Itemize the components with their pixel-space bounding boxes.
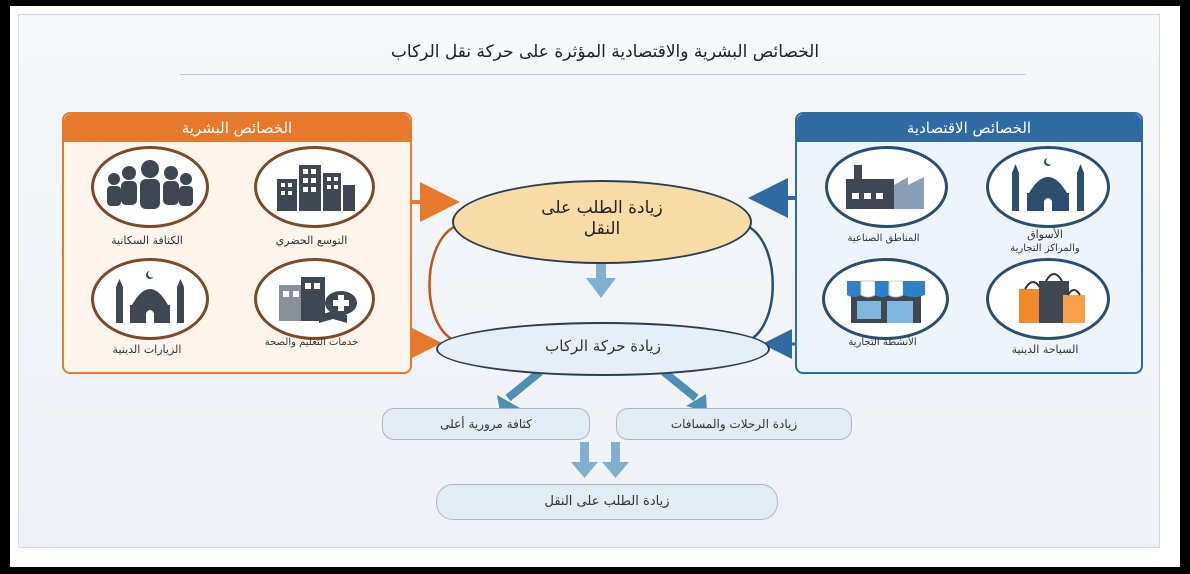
arrow-trips-to-final (602, 442, 629, 478)
factory-icon (825, 146, 948, 228)
label-population-density: الكثافة السكانية (111, 234, 183, 247)
label-urban-expansion: التوسع الحضري (275, 234, 348, 247)
demand-ellipse: زيادة الطلب على النقل (452, 180, 752, 264)
city-buildings-icon (254, 146, 375, 228)
shopping-bags-icon (986, 258, 1110, 340)
trips-box: زيادة الرحلات والمسافات (616, 408, 852, 440)
arrow-demand-to-traffic (586, 258, 616, 298)
traffic-label: زيادة حركة الركاب (545, 337, 661, 355)
crowd-icon (91, 146, 209, 228)
storefront-icon (822, 258, 949, 340)
label-education-health: خدمات التعليم والصحة (264, 337, 359, 348)
final-demand-label: زيادة الطلب على النقل (544, 494, 670, 509)
trips-label: زيادة الرحلات والمسافات (670, 417, 798, 431)
right-loop-line (744, 223, 774, 344)
mosque-icon (91, 258, 209, 340)
diagram-title: الخصائص البشرية والاقتصادية المؤثرة على … (390, 42, 820, 62)
arrow-traffic-to-trips (661, 368, 707, 412)
label-markets: الأسواق والمراكز التجارية (986, 228, 1104, 256)
label-markets-line2: والمراكز التجارية (1010, 243, 1080, 254)
title-divider (180, 74, 1026, 75)
arrow-density-to-final (571, 442, 598, 478)
school-hospital-icon (254, 258, 375, 340)
left-loop-line (428, 223, 459, 344)
density-box: كثافة مرورية أعلى (382, 408, 590, 440)
demand-line2: النقل (583, 219, 621, 239)
economic-panel-header: الخصائص الاقتصادية (797, 114, 1141, 142)
final-demand-box: زيادة الطلب على النقل (436, 484, 778, 520)
mosque-market-icon (986, 146, 1110, 228)
arrow-traffic-to-density (497, 368, 543, 412)
label-markets-line1: الأسواق (1027, 228, 1063, 241)
label-commercial-activities: الأنشطة التجارية (848, 337, 917, 348)
human-panel-header: الخصائص البشرية (64, 114, 410, 142)
label-industrial-zones: المناطق الصناعية (847, 233, 920, 244)
density-label: كثافة مرورية أعلى (440, 417, 532, 431)
label-religious-visits: الزيارات الدينية (112, 343, 182, 356)
traffic-ellipse: زيادة حركة الركاب (436, 322, 770, 376)
label-religious-tourism: السياحة الدينية (1011, 343, 1079, 356)
demand-line1: زيادة الطلب على (541, 198, 663, 218)
